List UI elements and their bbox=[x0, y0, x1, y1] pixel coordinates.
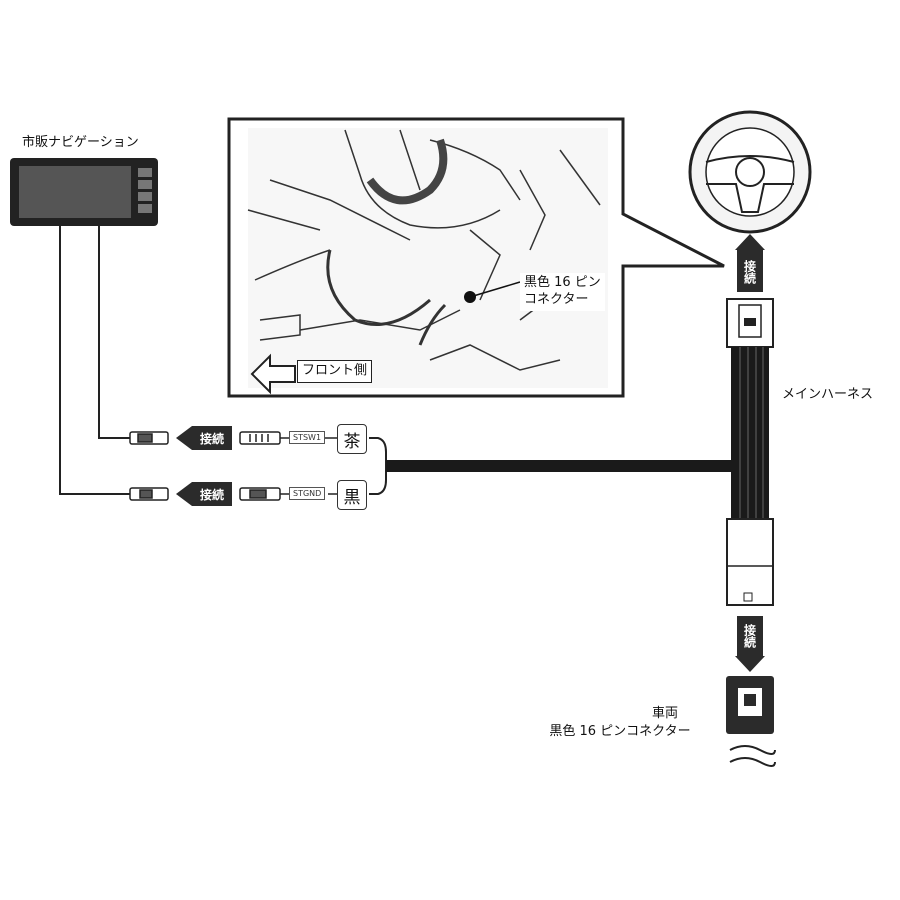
main-harness-cable bbox=[386, 460, 731, 472]
vehicle-connector-label: 黒色 16 ピンコネクター bbox=[549, 724, 691, 739]
arrow-down-icon bbox=[735, 616, 765, 672]
wire-color-box: 黒 bbox=[337, 480, 367, 510]
harness-terminal-1-icon bbox=[239, 431, 281, 445]
nav-terminal-1-icon bbox=[129, 431, 169, 445]
front-arrow-icon bbox=[250, 353, 296, 395]
main-harness-connector-icon bbox=[726, 298, 774, 606]
navigation-label: 市販ナビゲーション bbox=[22, 135, 139, 150]
wire-color-box: 茶 bbox=[337, 424, 367, 454]
navigation-unit-icon bbox=[10, 158, 158, 226]
vehicle-label: 車両 bbox=[651, 706, 678, 721]
arrow-left-icon-1 bbox=[176, 426, 192, 450]
arrow-up-icon bbox=[735, 234, 765, 292]
harness-terminal-2-icon bbox=[239, 487, 281, 501]
wire-tag: STGND bbox=[289, 487, 326, 500]
arrow-left-icon-2 bbox=[176, 482, 192, 506]
steering-wheel-icon bbox=[688, 110, 812, 234]
vehicle-connector-icon bbox=[726, 676, 776, 767]
front-side-label: フロント側 bbox=[297, 360, 373, 383]
connect-badge-vertical: 接続 bbox=[742, 260, 757, 284]
connect-badge: 接続 bbox=[192, 426, 232, 450]
connect-badge-vertical: 接続 bbox=[742, 624, 757, 648]
wire-tag: STSW1 bbox=[289, 431, 326, 444]
harness-branch bbox=[369, 437, 387, 495]
thin-wires bbox=[280, 437, 337, 495]
navigation-wires bbox=[59, 226, 130, 495]
connector-location-illustration bbox=[227, 117, 725, 398]
connect-badge: 接続 bbox=[192, 482, 232, 506]
callout-connector-label: 黒色 16 ピン コネクター bbox=[520, 273, 605, 311]
main-harness-label: メインハーネス bbox=[782, 387, 874, 402]
nav-terminal-2-icon bbox=[129, 487, 169, 501]
